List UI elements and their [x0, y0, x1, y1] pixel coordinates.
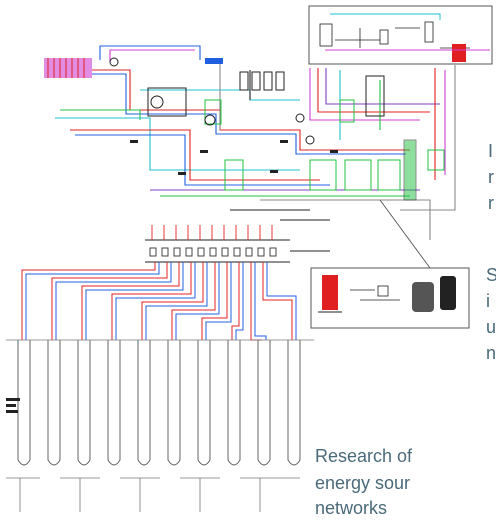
caption-line-2: energy sour — [315, 473, 411, 493]
borehole-feed-lines — [21, 262, 297, 341]
ground-loop-manifold — [145, 239, 330, 263]
top-right-frame — [308, 5, 493, 65]
component-label-marks — [6, 140, 338, 413]
equipment-blocks — [109, 57, 445, 201]
top-right-components — [319, 21, 470, 62]
edge-fragment-6: u — [486, 317, 496, 337]
edge-fragment-3: r — [488, 193, 494, 213]
edge-fragment-2: r — [488, 167, 494, 187]
caption-line-3: networks — [315, 498, 388, 518]
ground-surface-marks — [6, 339, 314, 512]
edge-fragment-5: i — [486, 291, 490, 311]
lower-right-frame — [310, 267, 470, 329]
edge-fragment-1: I — [488, 141, 494, 161]
main-piping-network — [55, 45, 456, 240]
edge-fragment-4: S — [486, 265, 496, 285]
manifold-supply-lines — [151, 225, 273, 240]
lower-right-components — [318, 199, 456, 313]
solar-collector-array — [44, 58, 92, 78]
borehole-probes — [17, 340, 301, 466]
edge-fragment-7: n — [486, 343, 496, 363]
caption-line-1: Research of — [315, 446, 413, 466]
